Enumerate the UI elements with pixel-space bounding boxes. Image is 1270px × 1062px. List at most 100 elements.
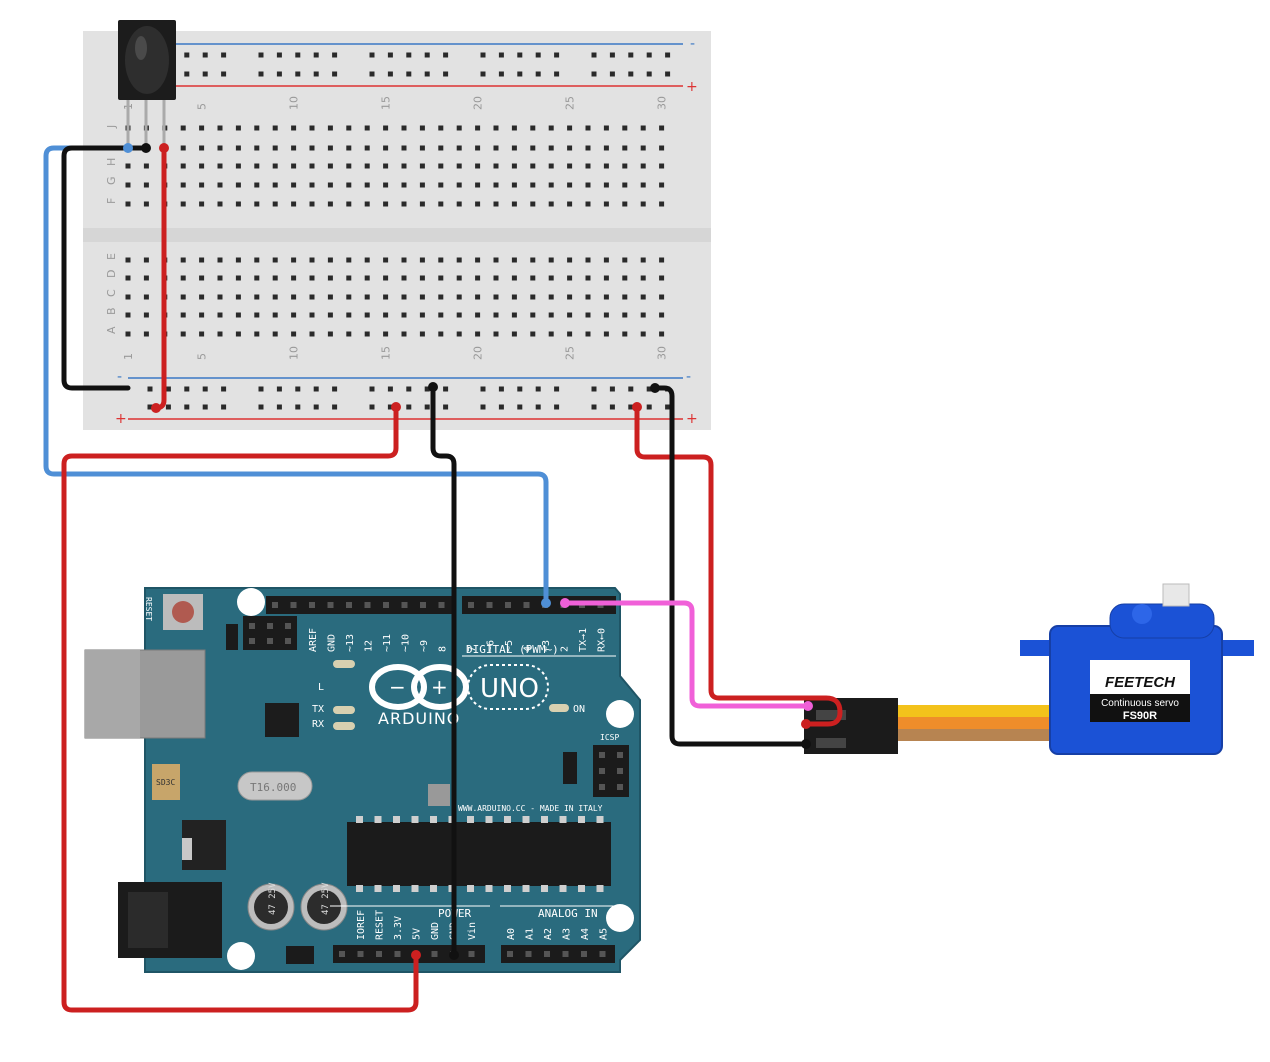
chip-pin	[374, 885, 382, 892]
power-pin-label: 3.3V	[393, 916, 404, 940]
breadboard-hole	[511, 331, 517, 337]
breadboard-hole	[603, 331, 609, 337]
rail-hole	[665, 52, 671, 58]
endpoint-red-rail-2	[391, 402, 401, 412]
led-l	[333, 660, 355, 668]
dc-power-jack-opening	[128, 892, 168, 948]
analog-label: ANALOG IN	[538, 907, 598, 920]
reset-label: RESET	[144, 597, 153, 621]
breadboard-hole	[530, 201, 536, 207]
rail-hole	[591, 386, 597, 392]
arduino-brand: ARDUINO	[378, 709, 460, 728]
breadboard-hole	[272, 257, 278, 263]
rail-hole	[165, 386, 171, 392]
breadboard-hole	[493, 163, 499, 169]
breadboard-hole	[585, 201, 591, 207]
breadboard-hole	[419, 163, 425, 169]
header-pin-hole	[438, 602, 445, 608]
crystal-oscillator	[237, 771, 313, 801]
breadboard-hole	[475, 182, 481, 188]
uno-label: UNO	[480, 674, 539, 704]
breadboard-hole	[567, 312, 573, 318]
breadboard-hole	[180, 201, 186, 207]
breadboard-hole	[475, 145, 481, 151]
chip-pin	[541, 885, 548, 892]
icsp2-header	[243, 616, 297, 650]
rail-hole	[443, 71, 449, 77]
header-pin-hole	[431, 951, 438, 957]
breadboard-hole	[346, 257, 352, 263]
breadboard-hole	[548, 257, 554, 263]
rail-hole	[554, 404, 560, 410]
breadboard-hole	[548, 312, 554, 318]
breadboard-hole	[475, 294, 481, 300]
chip-pin	[559, 885, 567, 892]
breadboard-hole	[346, 275, 352, 281]
rail-hole	[258, 386, 264, 392]
atmega-chip	[347, 822, 611, 886]
breadboard-hole	[346, 163, 352, 169]
breadboard-hole	[511, 145, 517, 151]
header-pin-hole	[505, 602, 511, 608]
rail-hole	[498, 404, 504, 410]
column-number-bottom: 5	[196, 353, 209, 360]
breadboard-hole	[309, 331, 315, 337]
breadboard-hole	[199, 125, 205, 131]
breadboard-hole	[419, 182, 425, 188]
breadboard-hole	[493, 125, 499, 131]
breadboard-hole	[622, 331, 628, 337]
rail-hole	[276, 404, 282, 410]
rail-hole	[554, 386, 560, 392]
breadboard-hole	[585, 294, 591, 300]
breadboard-hole	[364, 125, 370, 131]
breadboard-hole	[419, 145, 425, 151]
breadboard-hole	[456, 331, 462, 337]
row-letter: E	[105, 253, 118, 260]
rail-hole	[258, 71, 264, 77]
rail-hole	[591, 71, 597, 77]
breadboard-hole	[585, 275, 591, 281]
wire-blue-signal	[43, 145, 549, 606]
breadboard-hole	[217, 257, 223, 263]
rail-hole	[313, 52, 319, 58]
rail-hole	[295, 52, 301, 58]
column-number-bottom: 1	[122, 353, 135, 360]
rail-hole	[369, 71, 375, 77]
breadboard-hole	[235, 331, 241, 337]
row-letter: C	[105, 289, 118, 297]
breadboard-hole	[622, 145, 628, 151]
bottom-plus-sign-right: +	[686, 411, 698, 427]
header-pin-hole	[272, 602, 278, 608]
bottom-plus-sign-left: +	[115, 411, 127, 427]
breadboard-hole	[346, 331, 352, 337]
icsp-pin-hole	[267, 638, 273, 644]
usb-connector-face	[85, 650, 140, 738]
breadboard-hole	[143, 182, 149, 188]
breadboard-hole	[530, 145, 536, 151]
breadboard-hole	[383, 125, 389, 131]
breadboard-hole	[567, 257, 573, 263]
breadboard-hole	[438, 312, 444, 318]
digital-pin-label: ~13	[345, 634, 356, 652]
usb-interface-chip	[265, 703, 299, 737]
logo-plus: +	[431, 675, 448, 699]
breadboard-hole	[272, 312, 278, 318]
breadboard-hole	[199, 275, 205, 281]
endpoint-black-gnd	[449, 950, 459, 960]
breadboard-hole	[548, 201, 554, 207]
breadboard-hole	[456, 201, 462, 207]
power-pin-label: Vin	[467, 922, 478, 940]
digital-pin-label: ~6	[486, 640, 497, 652]
rail-hole	[498, 52, 504, 58]
breadboard-hole	[456, 294, 462, 300]
breadboard-hole	[493, 294, 499, 300]
breadboard-hole	[659, 275, 665, 281]
breadboard-hole	[419, 201, 425, 207]
breadboard-hole	[567, 294, 573, 300]
reset-button-cap	[172, 601, 194, 623]
breadboard-hole	[272, 331, 278, 337]
breadboard-hole	[548, 294, 554, 300]
rail-hole	[202, 52, 208, 58]
breadboard-hole	[603, 125, 609, 131]
header-pin-hole	[507, 951, 513, 957]
